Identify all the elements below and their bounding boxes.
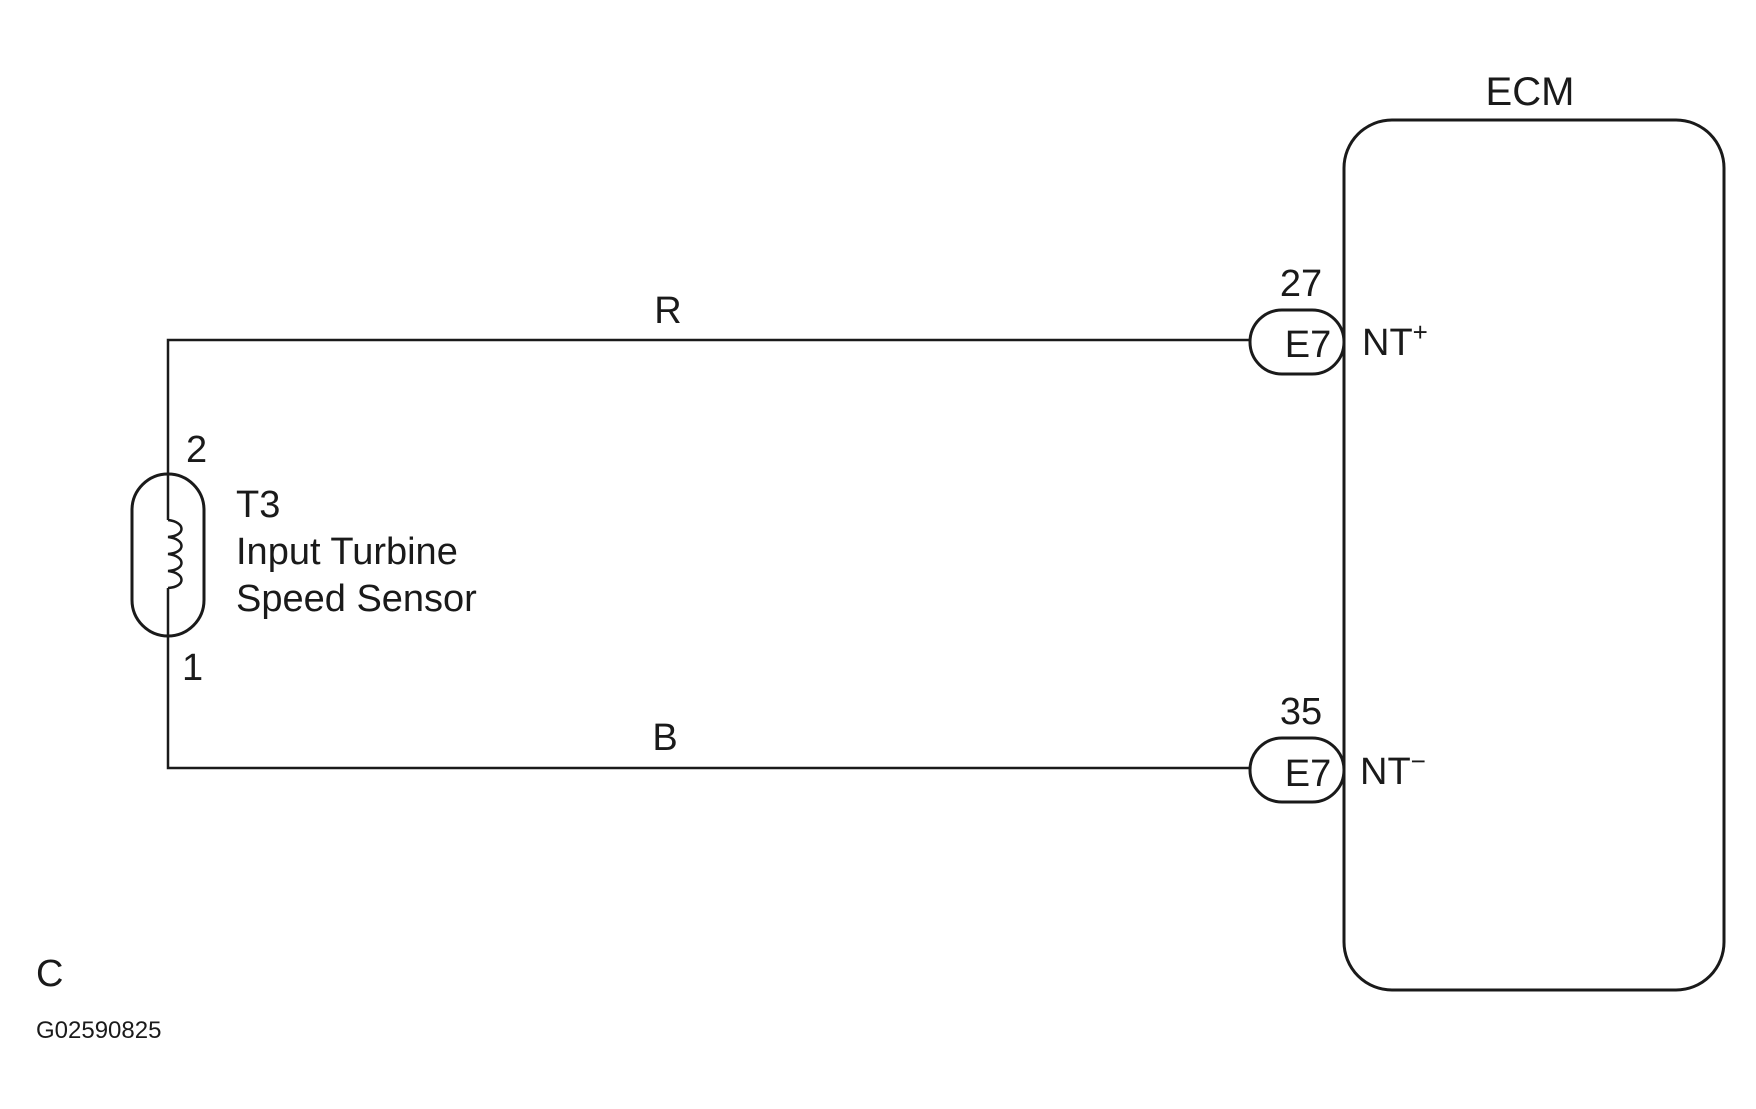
sensor-code: T3 — [236, 484, 280, 526]
terminal-bottom-base: NT — [1360, 751, 1411, 793]
sensor-pin-bottom: 1 — [182, 647, 203, 689]
wire-bottom-color-label: B — [652, 717, 677, 759]
wire-top-color-label: R — [654, 290, 681, 332]
terminal-nt-plus: NT+ — [1362, 317, 1428, 364]
terminal-top-base: NT — [1362, 322, 1413, 364]
connector-bottom — [1248, 736, 1346, 804]
sensor-name-line1: Input Turbine — [236, 531, 458, 573]
wire-top-r — [166, 338, 1250, 478]
connector-bottom-pin: 35 — [1280, 691, 1322, 733]
ecm-label: ECM — [1486, 70, 1575, 114]
terminal-bottom-sign: − — [1411, 746, 1426, 776]
connector-top — [1248, 308, 1346, 376]
terminal-nt-minus: NT− — [1360, 746, 1426, 793]
terminal-top-sign: + — [1413, 317, 1428, 347]
ecm-box — [1342, 118, 1726, 992]
figure-id: G02590825 — [36, 1017, 161, 1044]
sensor-name-line2: Speed Sensor — [236, 578, 477, 620]
coil-icon — [167, 518, 183, 590]
sensor-pin-top: 2 — [186, 429, 207, 471]
footer-letter: C — [36, 953, 63, 995]
wire-bottom-b — [166, 636, 1250, 770]
connector-top-code: E7 — [1285, 324, 1331, 366]
connector-top-pin: 27 — [1280, 263, 1322, 305]
connector-bottom-code: E7 — [1285, 753, 1331, 795]
